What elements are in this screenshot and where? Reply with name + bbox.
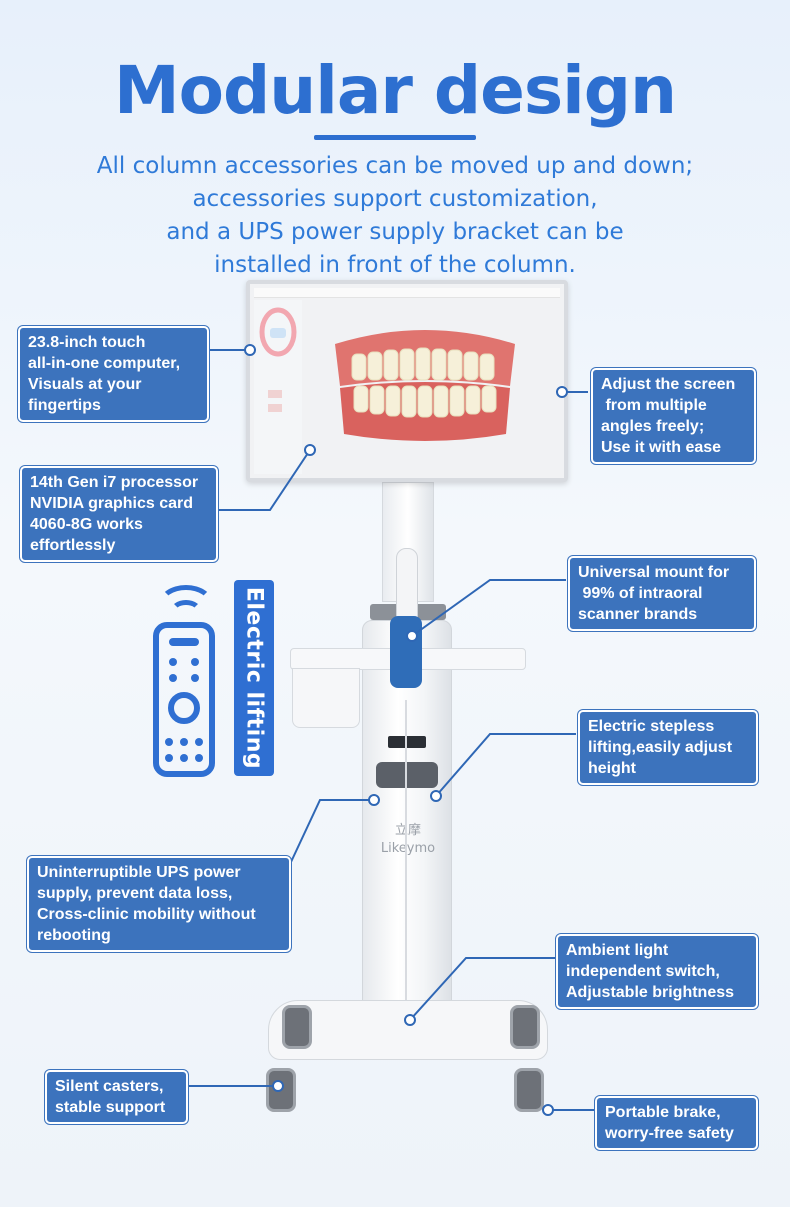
page-title: Modular design bbox=[113, 52, 677, 129]
caster-wheel bbox=[514, 1068, 544, 1112]
callout-line: angles freely; bbox=[601, 418, 705, 435]
callout-line: Ambient light bbox=[566, 942, 669, 959]
callout-line: Electric stepless bbox=[588, 718, 715, 735]
page-subtitle: All column accessories can be moved up a… bbox=[40, 150, 750, 282]
callout-line: height bbox=[588, 760, 636, 777]
electric-lifting-badge: Electric lifting bbox=[234, 580, 274, 776]
scanner-holder bbox=[390, 616, 422, 688]
signal-wave-icon bbox=[170, 600, 202, 624]
callout-line: all-in-one computer, bbox=[28, 355, 181, 372]
callout-line: Visuals at your bbox=[28, 376, 142, 393]
touch-monitor bbox=[246, 280, 568, 482]
callout-touch-computer: 23.8-inch touch all-in-one computer, Vis… bbox=[18, 326, 209, 422]
callout-line: supply, prevent data loss, bbox=[37, 885, 233, 902]
callout-processor: 14th Gen i7 processor NVIDIA graphics ca… bbox=[20, 466, 218, 562]
brand-cn: 立摩 bbox=[394, 823, 421, 838]
title-underline bbox=[314, 135, 476, 140]
callout-line: NVIDIA graphics card bbox=[30, 495, 194, 512]
accessory-cup bbox=[292, 668, 360, 728]
caster-wheel bbox=[510, 1005, 540, 1049]
callout-line: 23.8-inch touch bbox=[28, 334, 146, 351]
callout-anchor-dot bbox=[556, 386, 568, 398]
remote-body bbox=[153, 622, 215, 777]
callout-line: Uninterruptible UPS power bbox=[37, 864, 241, 881]
screen-toolbar bbox=[254, 288, 560, 298]
callout-line: Silent casters, bbox=[55, 1078, 164, 1095]
callout-line: 4060-8G works bbox=[30, 516, 143, 533]
callout-ups: Uninterruptible UPS power supply, preven… bbox=[27, 856, 291, 952]
device-brand: 立摩 Likeymo bbox=[378, 822, 438, 858]
callout-line: Adjustable brightness bbox=[566, 984, 735, 1001]
callout-anchor-dot bbox=[244, 344, 256, 356]
callout-brake: Portable brake, worry-free safety bbox=[595, 1096, 758, 1150]
callout-anchor-dot bbox=[368, 794, 380, 806]
callout-casters: Silent casters, stable support bbox=[45, 1070, 188, 1124]
callout-line: independent switch, bbox=[566, 963, 720, 980]
callout-line: lifting,easily adjust bbox=[588, 739, 733, 756]
callout-line: worry-free safety bbox=[605, 1125, 734, 1142]
callout-line: fingertips bbox=[28, 397, 101, 414]
subtitle-line: installed in front of the column. bbox=[214, 252, 576, 278]
callout-universal-mount: Universal mount for 99% of intraoral sca… bbox=[568, 556, 756, 631]
teeth-model-icon bbox=[335, 330, 515, 441]
cart-base bbox=[268, 1000, 548, 1060]
callout-anchor-dot bbox=[406, 630, 418, 642]
callout-line: 99% of intraoral bbox=[578, 585, 703, 602]
subtitle-line: and a UPS power supply bracket can be bbox=[166, 219, 624, 245]
callout-line: scanner brands bbox=[578, 606, 698, 623]
callout-line: rebooting bbox=[37, 927, 111, 944]
callout-line: Adjust the screen bbox=[601, 376, 736, 393]
callout-screen-angle: Adjust the screen from multiple angles f… bbox=[591, 368, 756, 464]
brand-en: Likeymo bbox=[380, 841, 436, 856]
callout-line: 14th Gen i7 processor bbox=[30, 474, 199, 491]
callout-anchor-dot bbox=[404, 1014, 416, 1026]
callout-anchor-dot bbox=[542, 1104, 554, 1116]
callout-anchor-dot bbox=[272, 1080, 284, 1092]
callout-line: stable support bbox=[55, 1099, 166, 1116]
screen-sidebar bbox=[254, 300, 302, 474]
callout-line: Use it with ease bbox=[601, 439, 722, 456]
callout-line: effortlessly bbox=[30, 537, 116, 554]
signal-wave-icon bbox=[158, 585, 214, 625]
callout-line: Cross-clinic mobility without bbox=[37, 906, 256, 923]
callout-electric-lifting: Electric stepless lifting,easily adjust … bbox=[578, 710, 758, 785]
jaw-thumbnail-icon bbox=[259, 307, 297, 412]
callout-anchor-dot bbox=[304, 444, 316, 456]
callout-line: Portable brake, bbox=[605, 1104, 721, 1121]
caster-wheel bbox=[282, 1005, 312, 1049]
subtitle-line: accessories support customization, bbox=[192, 186, 598, 212]
callout-anchor-dot bbox=[430, 790, 442, 802]
callout-line: from multiple bbox=[601, 397, 707, 414]
callout-ambient-light: Ambient light independent switch, Adjust… bbox=[556, 934, 758, 1009]
callout-line: Universal mount for bbox=[578, 564, 730, 581]
subtitle-line: All column accessories can be moved up a… bbox=[96, 153, 694, 179]
